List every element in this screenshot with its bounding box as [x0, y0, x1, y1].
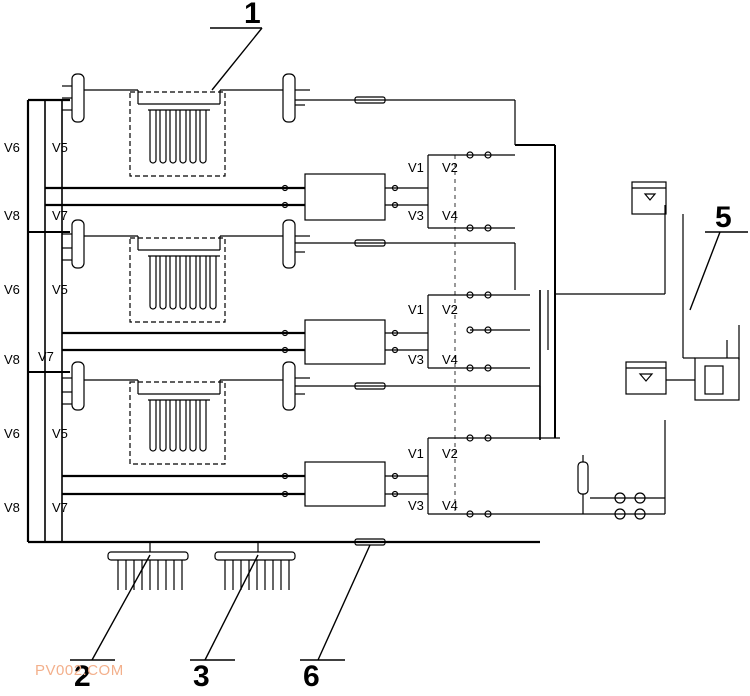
leader-lines	[70, 27, 748, 661]
unit-bottom	[62, 361, 590, 518]
valve-label-v3: V3	[408, 352, 424, 367]
valve-label-v6: V6	[4, 282, 20, 297]
valve-label-v5: V5	[52, 140, 68, 155]
valve-label-v4: V4	[442, 498, 458, 513]
valve-label-v7: V7	[52, 208, 68, 223]
distributors	[107, 538, 386, 590]
valve-label-v2: V2	[442, 160, 458, 175]
valve-label-v7: V7	[38, 349, 54, 364]
left-main-pipes	[26, 98, 540, 544]
valve-label-v4: V4	[442, 208, 458, 223]
valve-labels-bottom: V6 V5 V8 V7 V1 V2 V3 V4	[4, 426, 458, 515]
right-risers	[454, 145, 666, 514]
valve-label-v7: V7	[52, 500, 68, 515]
callout-3: 3	[193, 660, 210, 693]
valve-label-v1: V1	[408, 446, 424, 461]
valve-label-v5: V5	[52, 282, 68, 297]
valve-labels-top: V6 V5 V8 V7 V1 V2 V3 V4	[4, 140, 458, 223]
unit-top	[45, 73, 555, 232]
valve-label-v2: V2	[442, 302, 458, 317]
unit-middle	[62, 219, 530, 372]
valve-label-v2: V2	[442, 446, 458, 461]
valve-label-v8: V8	[4, 500, 20, 515]
right-equipment	[577, 181, 740, 520]
valve-label-v1: V1	[408, 302, 424, 317]
valve-label-v3: V3	[408, 498, 424, 513]
valve-label-v5: V5	[52, 426, 68, 441]
valve-label-v4: V4	[442, 352, 458, 367]
valve-label-v6: V6	[4, 426, 20, 441]
callout-6: 6	[303, 660, 320, 693]
valve-label-v8: V8	[4, 208, 20, 223]
valve-labels-middle: V6 V5 V8 V7 V1 V2 V3 V4	[4, 282, 458, 367]
callout-5: 5	[715, 201, 732, 234]
valve-label-v1: V1	[408, 160, 424, 175]
callout-1: 1	[244, 0, 261, 30]
callout-2: 2	[74, 660, 91, 693]
watermark: PV002.COM	[35, 662, 124, 679]
valve-label-v8: V8	[4, 352, 20, 367]
valve-label-v6: V6	[4, 140, 20, 155]
valve-label-v3: V3	[408, 208, 424, 223]
